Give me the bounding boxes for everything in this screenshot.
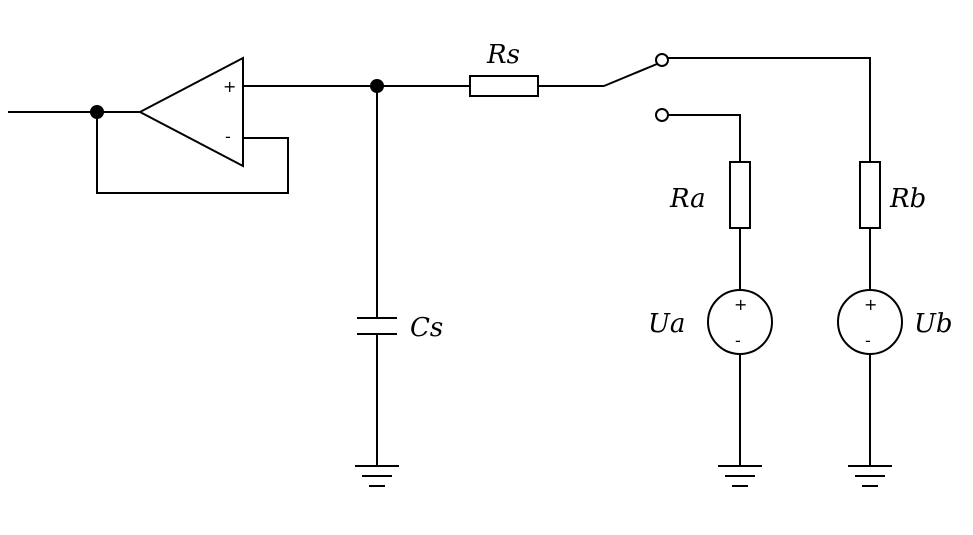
opamp-minus-sign: - xyxy=(225,127,231,146)
ub-plus-sign: + xyxy=(864,295,877,314)
switch-blade xyxy=(603,63,658,87)
input-junction-dot xyxy=(90,105,104,119)
ub-minus-sign: - xyxy=(865,331,871,350)
ua-ground-symbol xyxy=(718,465,762,487)
rs-label: Rs xyxy=(486,40,520,70)
feedback-wire xyxy=(96,112,289,194)
rs-resistor xyxy=(469,75,539,97)
ub-label: Ub xyxy=(914,309,953,339)
rb-label: Rb xyxy=(889,184,926,214)
branch-b-wire xyxy=(668,57,871,162)
opamp-plus-sign: + xyxy=(223,77,236,96)
rb-resistor xyxy=(859,161,881,229)
ra-label: Ra xyxy=(669,184,706,214)
ua-minus-sign: - xyxy=(735,331,741,350)
switch-contact-a xyxy=(655,108,669,122)
cs-ground-symbol xyxy=(355,465,399,487)
ua-label: Ua xyxy=(648,309,685,339)
ub-ground-symbol xyxy=(848,465,892,487)
ra-resistor xyxy=(729,161,751,229)
branch-a-wire xyxy=(668,114,741,162)
switch-contact-b xyxy=(655,53,669,67)
cs-label: Cs xyxy=(410,313,443,343)
ua-plus-sign: + xyxy=(734,295,747,314)
opamp-symbol xyxy=(137,56,244,168)
